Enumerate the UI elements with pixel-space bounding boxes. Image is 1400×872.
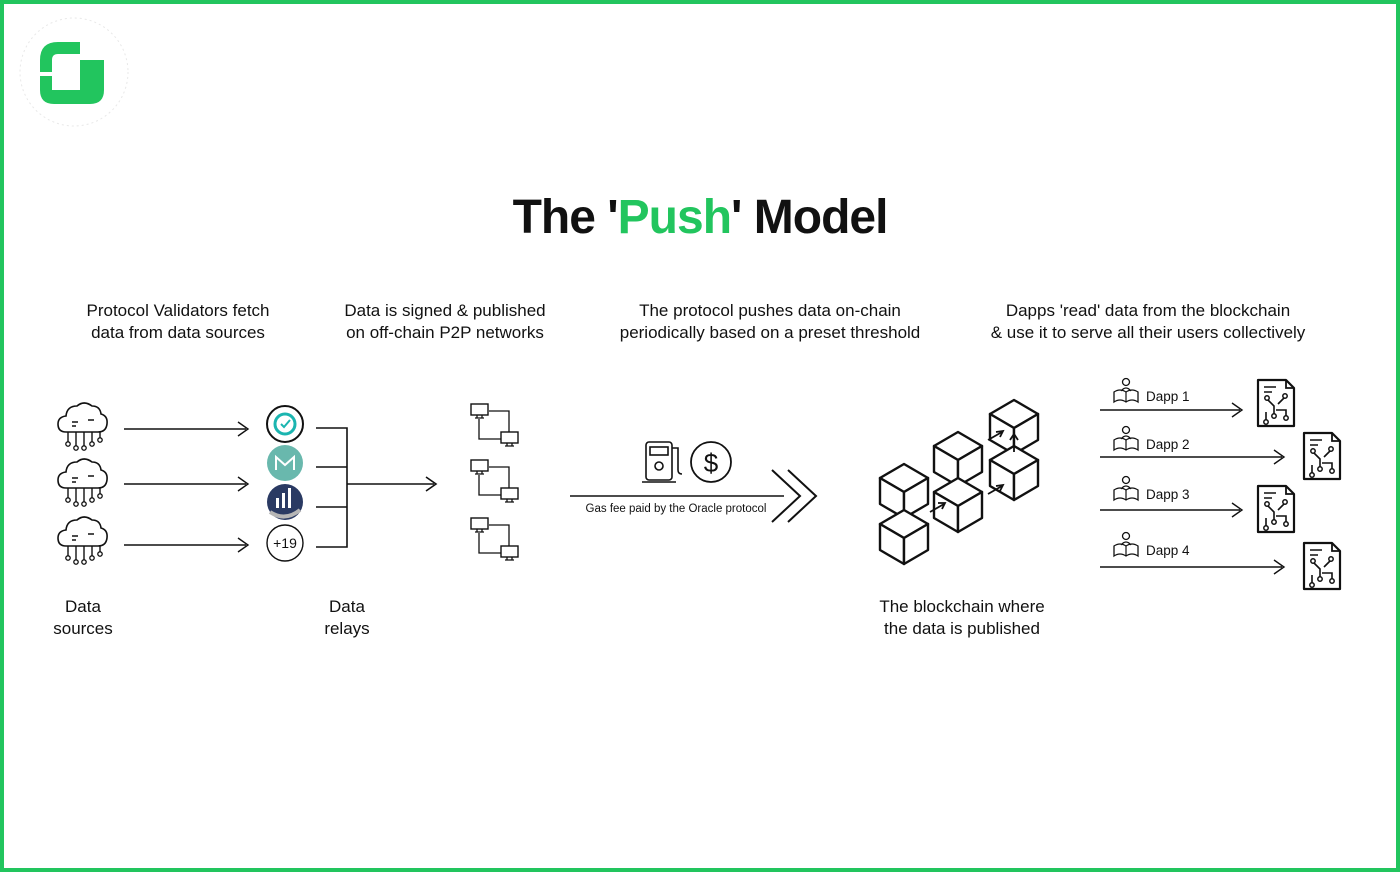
fuel-pump-icon (642, 441, 683, 483)
svg-text:$: $ (704, 448, 719, 478)
relay-bracket (316, 427, 438, 548)
dapp-row-4: Dapp 4 (1100, 531, 1342, 591)
circuit-document-icon (1302, 541, 1342, 591)
dapp-row-1: Dapp 1 (1100, 377, 1296, 428)
arrow-right-icon (124, 421, 250, 553)
logo-icon (19, 17, 129, 127)
reader-icon (1113, 531, 1139, 557)
cloud-network-icon (57, 458, 108, 508)
reader-icon (1113, 425, 1139, 451)
computer-network-icon (471, 460, 518, 502)
reader-icon (1113, 377, 1139, 403)
cloud-network-icon (57, 402, 108, 452)
svg-text:Dapp 4: Dapp 4 (1146, 543, 1190, 558)
circuit-document-icon (1256, 378, 1296, 428)
gas-fee-label: Gas fee paid by the Oracle protocol (586, 503, 767, 515)
svg-text:+19: +19 (273, 535, 297, 551)
relay-badge-2 (267, 445, 303, 481)
double-chevron-icon (771, 469, 818, 523)
dollar-icon: $ (690, 441, 732, 483)
computer-network-icon (471, 404, 518, 446)
reader-icon (1113, 475, 1139, 501)
relay-badge-3 (267, 484, 303, 520)
caption-read: Dapps 'read' data from the blockchain& u… (990, 301, 1306, 342)
title-accent: Push (617, 191, 732, 244)
dapp-row-3: Dapp 3 (1100, 475, 1296, 534)
relay-badge-1 (266, 405, 304, 443)
svg-text:Dapp 3: Dapp 3 (1146, 487, 1190, 502)
relay-badge-more: +19 (266, 524, 304, 562)
circuit-document-icon (1256, 484, 1296, 534)
cloud-network-icon (57, 516, 108, 566)
svg-text:Dapp 2: Dapp 2 (1146, 437, 1190, 452)
svg-text:Dapp 1: Dapp 1 (1146, 389, 1190, 404)
blockchain-icon (878, 398, 1040, 566)
page-title: The 'Push' Model (512, 191, 889, 244)
computer-network-icon (471, 518, 518, 560)
dapp-row-2: Dapp 2 (1100, 425, 1342, 481)
circuit-document-icon (1302, 431, 1342, 481)
